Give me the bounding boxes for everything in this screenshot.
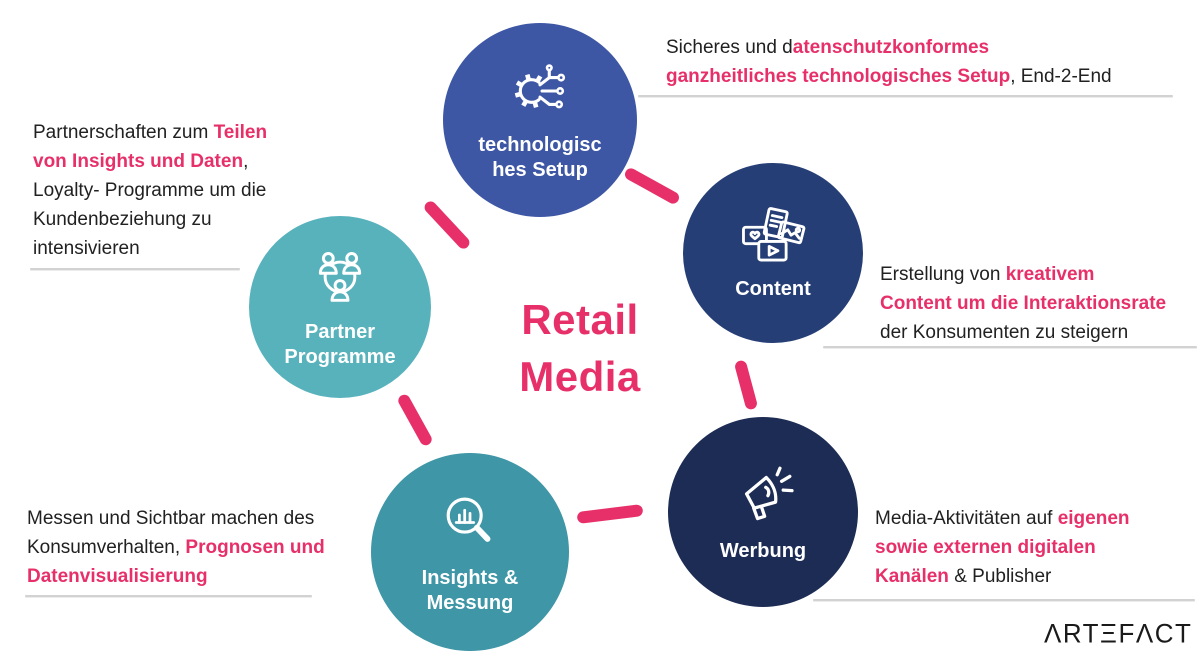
node-werbung: Werbung <box>668 417 858 607</box>
connector-arc-content-werbung <box>733 359 759 411</box>
gear-circuit-icon <box>514 63 566 108</box>
connector-arc-partner-insights <box>396 392 434 448</box>
divider-werbung <box>813 599 1195 601</box>
megaphone-icon <box>744 466 794 521</box>
divider-partner <box>30 268 240 270</box>
people-network-icon <box>318 251 362 302</box>
node-partner-programme: Partner Programme <box>249 216 431 398</box>
connector-arc-tech-content <box>622 166 682 206</box>
artefact-logo: ΛRTΞFΛCT <box>1044 617 1193 649</box>
connector-arc-partner-tech <box>422 198 472 252</box>
node-insights-messung: Insights & Messung <box>371 453 569 651</box>
divider-content <box>823 346 1197 348</box>
annotation-werbung: Media-Aktivitäten auf eigenen sowie exte… <box>875 508 1130 587</box>
annotation-partner-programme: Partnerschaften zum Teilen von Insights … <box>33 122 268 259</box>
annotation-content: Erstellung von kreativem Content um die … <box>880 264 1167 343</box>
node-label: Content <box>735 278 811 300</box>
annotation-tech-setup: Sicheres und datenschutzkonformes ganzhe… <box>666 37 1112 87</box>
node-label: Werbung <box>719 540 807 562</box>
page-title: Retail Media <box>519 296 641 400</box>
node-label: Insights & Messung <box>421 566 519 614</box>
node-label: technologisc hes Setup <box>478 133 602 181</box>
divider-tech-setup <box>638 95 1173 97</box>
annotation-insights-messung: Messen und Sichtbar machen des Konsumver… <box>27 508 325 587</box>
media-cards-icon <box>742 207 806 262</box>
connector-arc-insights-werbung <box>576 504 644 524</box>
node-content: Content <box>683 163 863 343</box>
magnifier-chart-icon <box>446 497 491 542</box>
divider-insights <box>25 595 312 597</box>
node-label: Partner Programme <box>284 320 396 368</box>
node-technologisches-setup: technologisc hes Setup <box>443 23 637 217</box>
